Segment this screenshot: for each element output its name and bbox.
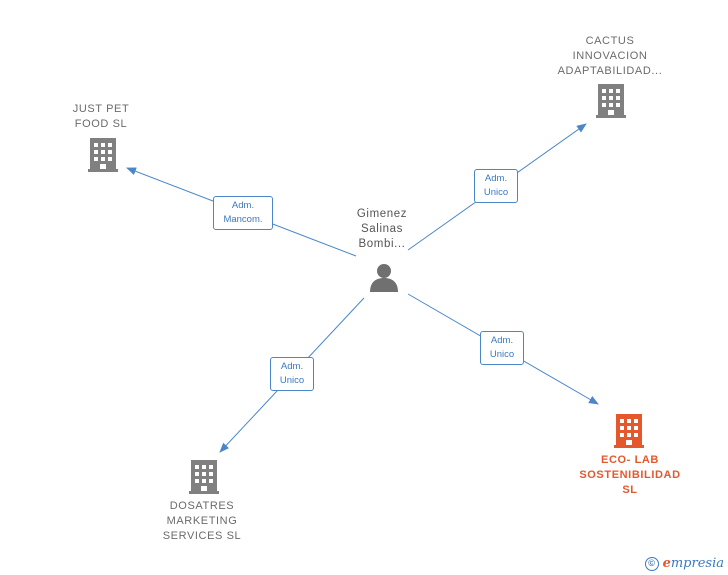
building-icon-ecolab[interactable] [614,414,644,448]
brand-footer: © empresia [644,556,724,571]
person-name[interactable]: Gimenez Salinas Bombi... [356,208,408,250]
relation-badge-dosatres: Adm. Unico [270,357,314,391]
company-name-dosatres[interactable]: DOSATRES MARKETING SERVICES SL [162,500,242,542]
building-icon-dosatres[interactable] [189,460,219,494]
company-name-ecolab[interactable]: ECO- LAB SOSTENIBILIDAD SL [579,454,681,496]
relation-badge-ecolab: Adm. Unico [480,331,524,365]
brand-logo: empresia [662,556,724,571]
building-icon-justpet[interactable] [88,138,118,172]
relation-badge-justpet: Adm. Mancom. [213,196,273,230]
relation-badge-cactus: Adm. Unico [474,169,518,203]
company-name-justpet[interactable]: JUST PET FOOD SL [72,103,130,130]
building-icon-cactus[interactable] [596,84,626,118]
company-name-cactus[interactable]: CACTUS INNOVACION ADAPTABILIDAD... [557,35,663,77]
person-icon[interactable] [370,264,398,292]
copyright-icon: © [644,556,659,571]
